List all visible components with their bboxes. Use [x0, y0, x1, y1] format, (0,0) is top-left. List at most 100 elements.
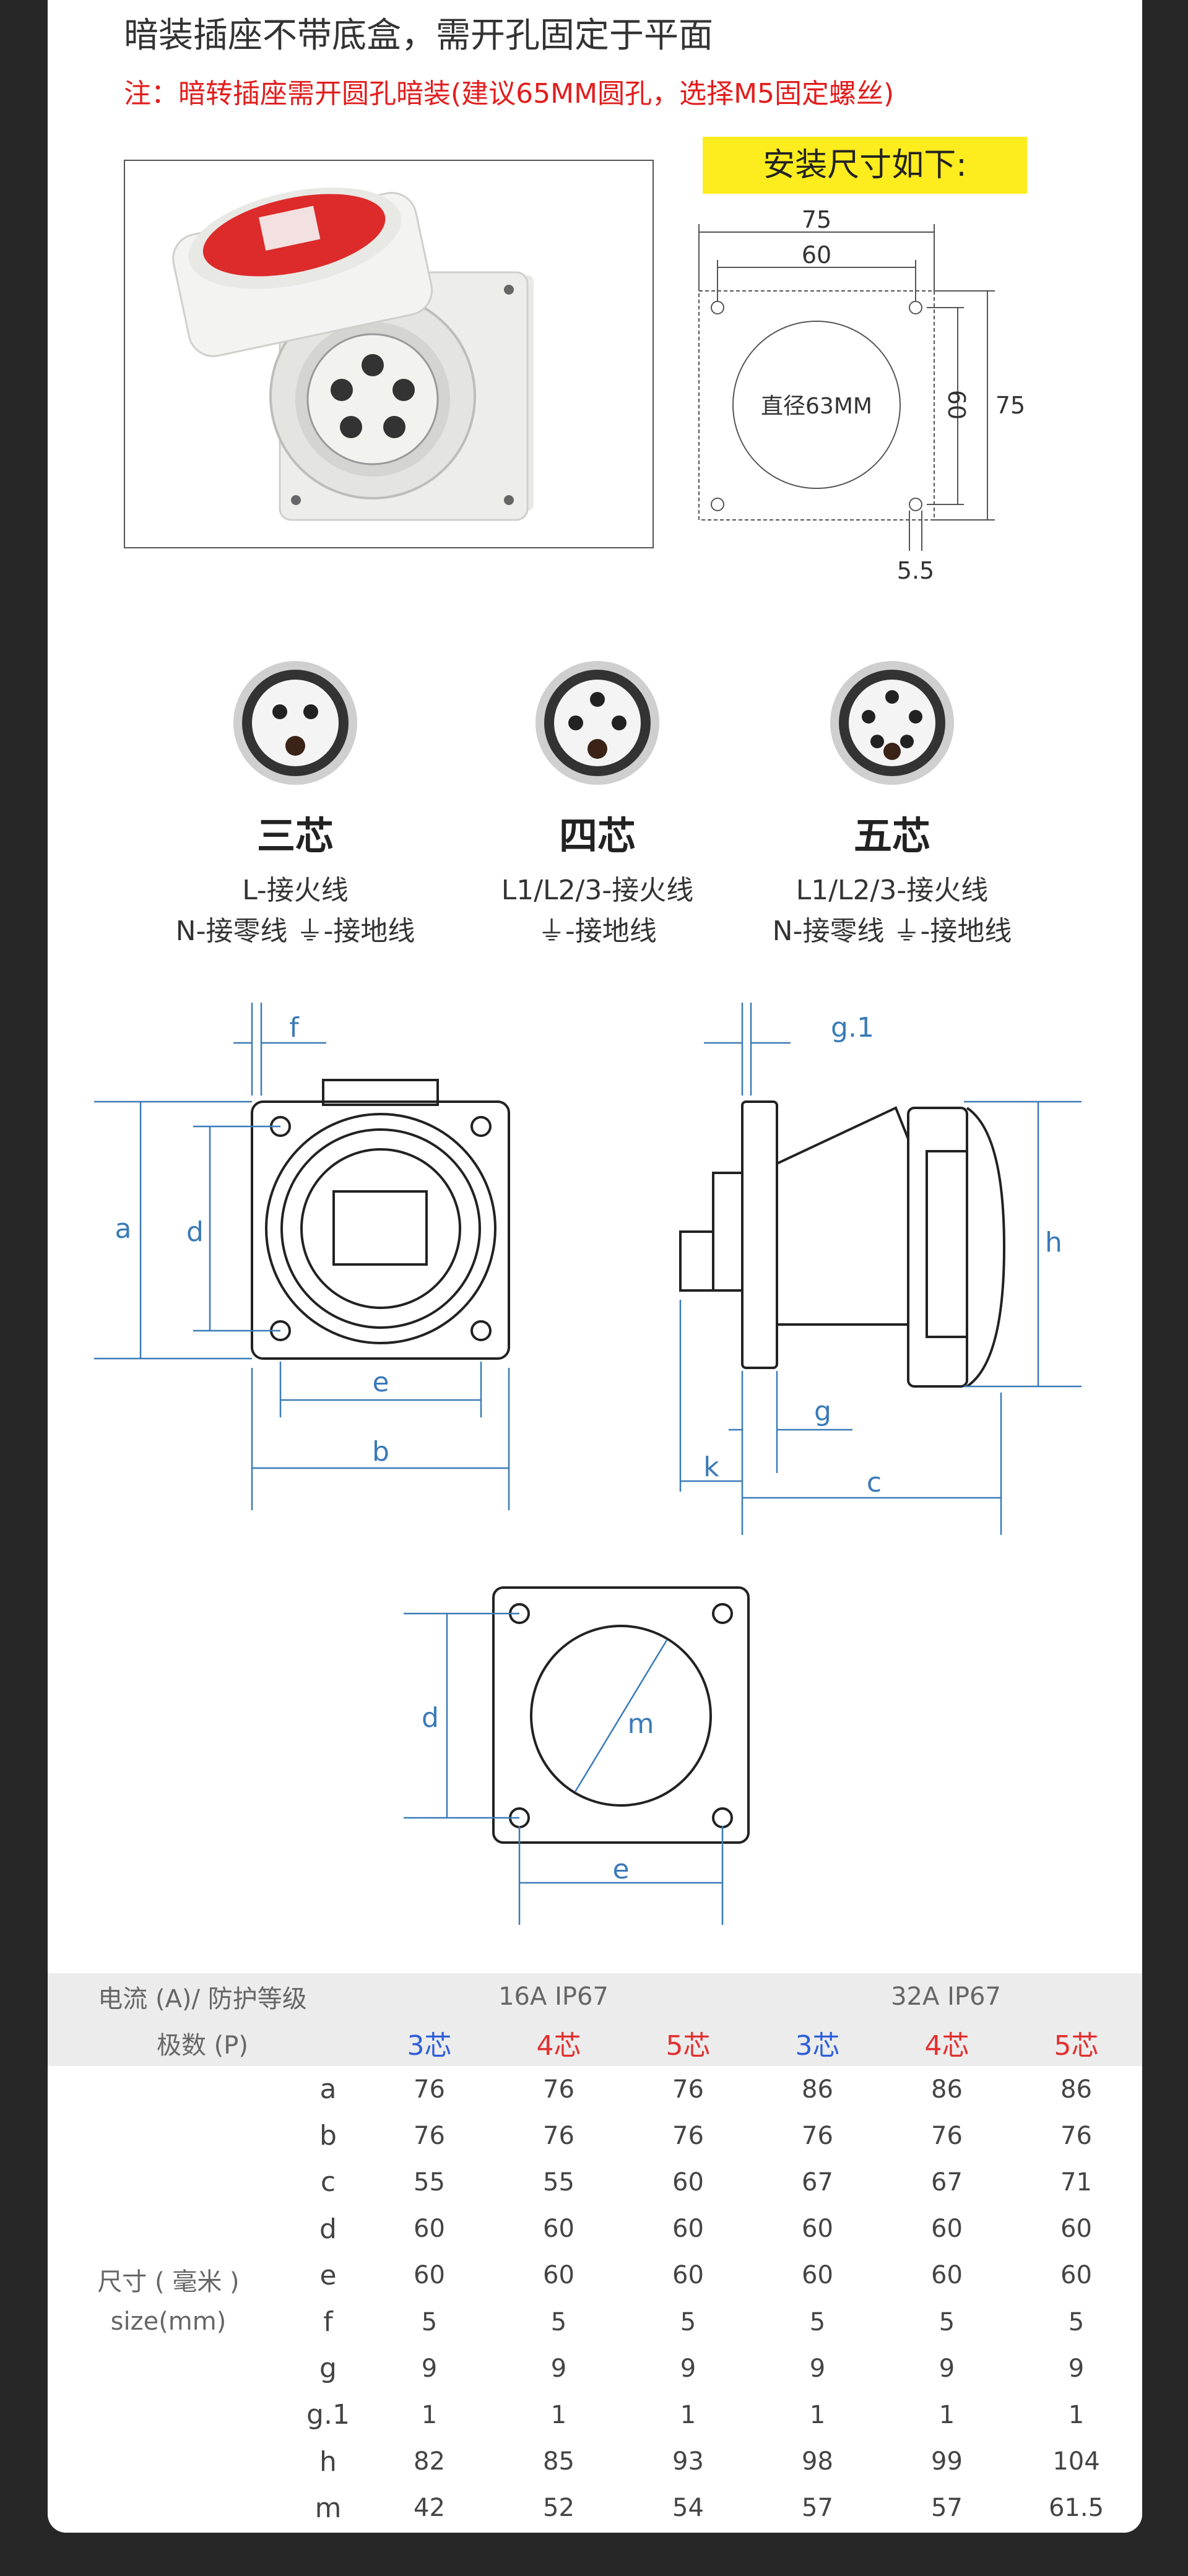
table-cell: 67 — [753, 2159, 883, 2206]
table-cell: 60 — [494, 2205, 625, 2252]
product-page: 暗装插座不带底盒，需开孔固定于平面 注：暗转插座需开圆孔暗装(建议65MM圆孔，… — [48, 0, 1142, 2533]
table-cell: 76 — [753, 2112, 883, 2159]
core-icons — [233, 661, 954, 785]
table-cell: 98 — [753, 2438, 883, 2485]
table-cell: 9 — [882, 2345, 1013, 2392]
core-five-line2: N-接零线 ⏚-接地线 — [772, 915, 1012, 947]
table-cell: 1 — [1012, 2392, 1142, 2439]
table-row-dim: m — [289, 2484, 367, 2531]
pole-col-header: 3芯 — [795, 2029, 840, 2062]
table-cell: 76 — [1012, 2112, 1142, 2159]
table-cell: 5 — [623, 2299, 754, 2346]
dim-g-label: g — [814, 1396, 831, 1427]
technical-drawings: a d e b f g.1 h g k — [94, 1003, 1082, 1925]
table-cell: 1 — [882, 2392, 1013, 2439]
table-cell: 60 — [623, 2159, 754, 2206]
dim-b-label: b — [372, 1436, 389, 1467]
core-three-line2: N-接零线 ⏚-接地线 — [175, 915, 415, 947]
install-size-banner: 安装尺寸如下: — [703, 137, 1027, 194]
table-row-dim: f — [289, 2299, 367, 2346]
table-cell: 76 — [882, 2112, 1013, 2159]
core-four-line2: ⏚-接地线 — [538, 915, 657, 947]
dim-m-label: m — [628, 1708, 654, 1740]
table-cell: 76 — [365, 2112, 495, 2159]
table-cell: 76 — [623, 2066, 754, 2113]
hole-gap-label: 5.5 — [897, 557, 934, 584]
table-cell: 60 — [753, 2252, 883, 2299]
install-note: 注：暗转插座需开圆孔暗装(建议65MM圆孔，选择M5固定螺丝) — [124, 78, 895, 110]
pole-col-header: 5芯 — [1054, 2029, 1099, 2062]
size-label-en: size(mm) — [110, 2307, 227, 2336]
table-cell: 60 — [882, 2252, 1013, 2299]
dim-g1-label: g.1 — [831, 1012, 874, 1044]
dim-k-label: k — [703, 1451, 719, 1483]
table-cell: 52 — [494, 2484, 625, 2531]
page-heading: 暗装插座不带底盒，需开孔固定于平面 — [124, 15, 713, 56]
pole-col-header: 3芯 — [407, 2029, 452, 2062]
three-core-icon — [233, 661, 357, 785]
table-cell: 60 — [365, 2252, 495, 2299]
table-cell: 9 — [623, 2345, 754, 2392]
table-cell: 54 — [623, 2484, 754, 2531]
mounting-view — [492, 1586, 750, 1844]
table-row-dim: e — [289, 2252, 367, 2299]
table-cell: 55 — [494, 2159, 625, 2206]
table-cell: 86 — [1012, 2066, 1142, 2113]
core-five-line1: L1/L2/3-接火线 — [796, 875, 989, 906]
table-cell: 93 — [623, 2438, 754, 2485]
table-cell: 76 — [365, 2066, 495, 2113]
core-title-four: 四芯 — [558, 813, 636, 858]
product-photo — [124, 160, 654, 548]
dim-d-label-mount: d — [422, 1702, 439, 1734]
side-view — [679, 1100, 1006, 1388]
outer-height-label: 75 — [995, 392, 1025, 419]
table-cell: 60 — [1012, 2252, 1142, 2299]
header-group-16a: 16A IP67 — [498, 1982, 609, 2011]
table-row-dim: c — [289, 2159, 367, 2206]
dim-d-label-front: d — [186, 1216, 204, 1248]
table-cell: 5 — [753, 2299, 883, 2346]
table-cell: 60 — [623, 2205, 754, 2252]
dim-f-label: f — [289, 1012, 300, 1044]
table-cell: 60 — [623, 2252, 754, 2299]
core-title-five: 五芯 — [853, 813, 930, 858]
table-cell: 57 — [753, 2484, 883, 2531]
table-cell: 5 — [494, 2299, 625, 2346]
table-cell: 76 — [494, 2112, 625, 2159]
table-cell: 9 — [365, 2345, 495, 2392]
socket-illustration — [172, 187, 534, 521]
table-cell: 9 — [494, 2345, 625, 2392]
table-row-dim: g.1 — [289, 2392, 367, 2439]
table-cell: 57 — [882, 2484, 1013, 2531]
size-label: 尺寸 ( 毫米 ) size(mm) — [48, 2066, 289, 2531]
front-view — [251, 1079, 510, 1360]
pole-col-header: 4芯 — [924, 2029, 969, 2062]
table-cell: 1 — [623, 2392, 754, 2439]
hole-diameter-label: 直径63MM — [761, 394, 872, 419]
table-cell: 60 — [753, 2205, 883, 2252]
table-cell: 67 — [882, 2159, 1013, 2206]
pole-col-header: 5芯 — [666, 2029, 711, 2062]
install-dimension-diagram: 75 60 直径63MM 60 75 5.5 — [698, 206, 1025, 584]
inner-width-label: 60 — [802, 241, 831, 269]
size-label-cn: 尺寸 ( 毫米 ) — [97, 2268, 240, 2296]
table-cell: 9 — [753, 2345, 883, 2392]
table-cell: 71 — [1012, 2159, 1142, 2206]
dim-e-label-mount: e — [612, 1854, 629, 1885]
table-cell: 9 — [1012, 2345, 1142, 2392]
table-cell: 1 — [365, 2392, 495, 2439]
header-current-label: 电流 (A)/ 防护等级 — [98, 1984, 307, 2013]
table-row-dim: b — [289, 2112, 367, 2159]
core-three-line1: L-接火线 — [242, 875, 349, 906]
table-cell: 60 — [1012, 2205, 1142, 2252]
table-cell: 86 — [882, 2066, 1013, 2113]
table-cell: 42 — [365, 2484, 495, 2531]
table-cell: 60 — [365, 2205, 495, 2252]
table-cell: 61.5 — [1012, 2484, 1142, 2531]
core-title-three: 三芯 — [256, 813, 334, 858]
table-cell: 5 — [1012, 2299, 1142, 2346]
header-poles-label: 极数 (P) — [156, 2031, 249, 2060]
outer-width-label: 75 — [802, 206, 831, 233]
table-row-dim: a — [289, 2066, 367, 2113]
table-cell: 5 — [882, 2299, 1013, 2346]
